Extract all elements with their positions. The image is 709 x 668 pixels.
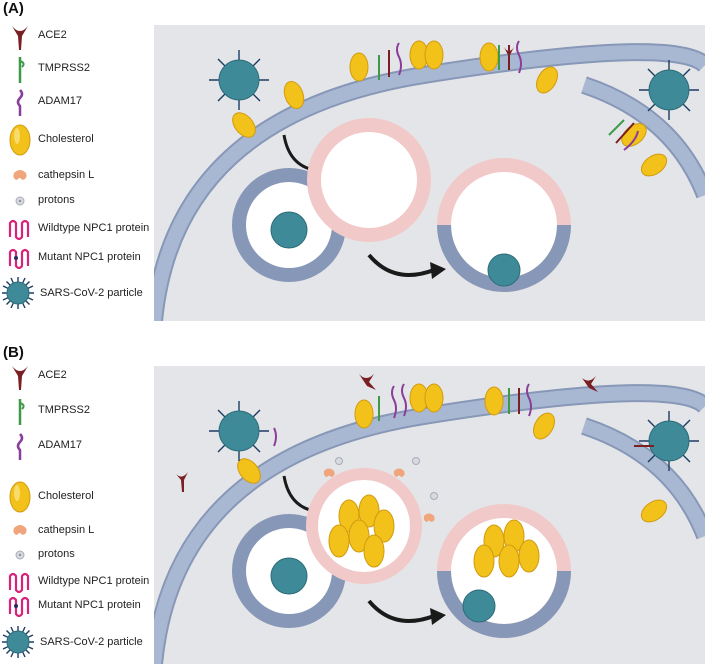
legend-label-tmprss2: TMPRSS2 [38,62,90,74]
proton-icon [15,550,25,560]
legend-b-item-wildtype-npc1: Wildtype NPC1 protein [0,568,160,598]
legend-b-label-cholesterol: Cholesterol [38,490,94,502]
legend-label-cathepsin-l: cathepsin L [38,169,95,181]
legend-label-protons: protons [38,194,75,206]
endosome-fusion-b [232,468,422,628]
panel-a-illustration [154,40,705,321]
legend-item-ace2: ACE2 [0,22,160,52]
virus-outside-a-right [639,60,699,120]
tmprss2-icon [18,399,25,425]
legend-item-cholesterol: Cholesterol [0,121,160,161]
legend-label-ace2: ACE2 [38,29,67,41]
wildtype-npc1-icon [8,572,30,594]
ace2-icon [12,26,28,50]
lysosome-b [437,504,571,638]
membrane-cholesterol-group [232,40,668,177]
legend-b-label-wildtype-npc1: Wildtype NPC1 protein [38,575,150,587]
legend-b-item-cholesterol: Cholesterol [0,478,160,518]
legend-item-cathepsin-l: cathepsin L [0,165,160,187]
legend-b-label-mutant-npc1: Mutant NPC1 protein [38,599,141,611]
legend-b-item-sars-cov-2: SARS-CoV-2 particle [0,624,160,664]
panel-b-illustration [154,374,705,664]
virus-outside-a [209,50,269,110]
legend-b-item-adam17: ADAM17 [0,432,160,462]
legend-item-adam17: ADAM17 [0,88,160,118]
proton-scatter [335,457,438,500]
cholesterol-icon [9,481,31,513]
legend-label-mutant-npc1: Mutant NPC1 protein [38,251,141,263]
panel-a-label: (A) [3,0,24,17]
legend-item-tmprss2: TMPRSS2 [0,55,160,85]
legend-label-wildtype-npc1: Wildtype NPC1 protein [38,222,150,234]
legend-b-item-cathepsin-l: cathepsin L [0,520,160,542]
panel-b-label: (B) [3,344,24,361]
mutant-npc1-icon [8,248,30,270]
cholesterol-icon [9,124,31,156]
legend-item-sars-cov-2: SARS-CoV-2 particle [0,275,160,315]
legend-b-item-mutant-npc1: Mutant NPC1 protein [0,592,160,622]
cathepsin-l-icon [13,525,27,535]
legend-b-item-ace2: ACE2 [0,362,160,392]
cathepsin-scatter [323,468,435,522]
legend-item-protons: protons [0,190,160,212]
legend-b-label-ace2: ACE2 [38,369,67,381]
cathepsin-l-icon [13,170,27,180]
sars-cov-2-particle-icon [2,277,34,309]
tmprss2-icon [18,57,25,83]
panel-a-scene [154,25,705,321]
sars-cov-2-particle-icon [2,626,34,658]
soluble-ace2-group [176,374,598,492]
legend-b-label-protons: protons [38,548,75,560]
legend-item-wildtype-npc1: Wildtype NPC1 protein [0,215,160,245]
virus-outside-b [209,401,269,461]
legend-b-label-cathepsin-l: cathepsin L [38,524,95,536]
plasma-membrane [154,45,705,321]
plasma-membrane-b [154,386,705,664]
legend-label-adam17: ADAM17 [38,95,83,107]
legend-b-item-protons: protons [0,544,160,566]
panel-b-scene [154,366,705,664]
lysosome-a [437,158,571,292]
wildtype-npc1-icon [8,219,30,241]
legend-b-label-sars-cov-2: SARS-CoV-2 particle [40,636,143,648]
mutant-npc1-icon [8,596,30,618]
virus-outside-b-right [634,411,699,471]
proton-icon [15,196,25,206]
legend-b-label-tmprss2: TMPRSS2 [38,404,90,416]
legend-b-label-adam17: ADAM17 [38,439,83,451]
legend-item-mutant-npc1: Mutant NPC1 protein [0,244,160,274]
legend-b-item-tmprss2: TMPRSS2 [0,397,160,427]
adam17-icon [16,433,24,460]
legend-label-sars-cov-2: SARS-CoV-2 particle [40,287,143,299]
adam17-icon [16,89,24,116]
ace2-icon [12,366,28,390]
legend-label-cholesterol: Cholesterol [38,133,94,145]
endosome-fusion-a [232,118,431,282]
